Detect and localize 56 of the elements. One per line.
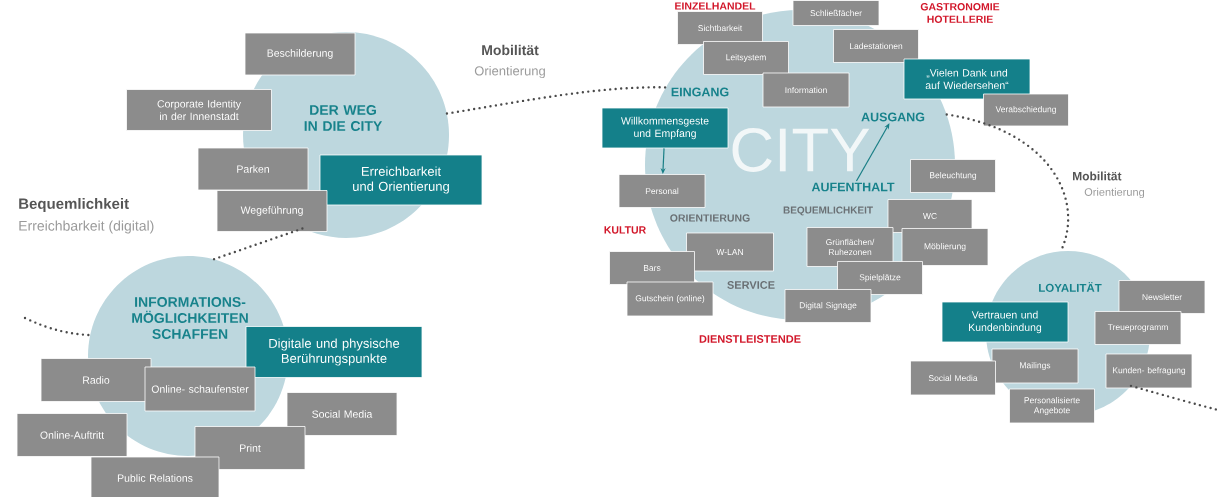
tag-box: Wegeführung (216, 190, 328, 232)
highlight-box: Erreichbarkeit und Orientierung (319, 154, 483, 206)
dotted-connector (445, 86, 667, 115)
stage-label: AUFENTHALT (811, 182, 895, 192)
label-text: DIENSTLEISTENDE (699, 335, 801, 343)
label-text: Bequemlichkeit (19, 198, 129, 212)
tag-box: Online-Auftritt (16, 413, 128, 457)
label-text: Orientierung (1084, 187, 1144, 199)
tag-box: Personalisierte Angebote (1009, 388, 1095, 424)
dotted-connector (212, 227, 304, 261)
tag-box: Spielplätze (837, 261, 923, 295)
label-text: Orientierung (474, 65, 545, 79)
dotted-connector (1129, 384, 1220, 412)
tag-box: Corporate Identity in der Innenstadt (126, 89, 272, 131)
highlight-box: „Vielen Dank und auf Wiedersehen“ (903, 58, 1031, 100)
tag-box: Online- schaufenster (144, 366, 256, 412)
tag-box: Leitsystem (703, 41, 789, 75)
tag-box: Grünflächen/ Ruhezonen (806, 227, 894, 267)
label-text: Mobilität (482, 44, 539, 56)
label-text: BEQUEMLICHKEIT (783, 206, 873, 216)
tag-box: Public Relations (90, 456, 220, 497)
tag-box: Verabschiedung (983, 93, 1069, 127)
tag-box: Social Media (910, 360, 996, 396)
tag-box: Treueprogramm (1094, 311, 1182, 345)
tag-box: Radio (40, 358, 152, 402)
tag-box: Sichtbarkeit (677, 11, 763, 45)
label-text: Mobilität (1073, 171, 1122, 181)
tag-box: Gutschein (online) (626, 281, 714, 317)
stage-label: AUSGANG (861, 112, 925, 122)
tag-box: Möblierung (901, 228, 989, 266)
tag-box: Social Media (286, 392, 398, 436)
dotted-connector (23, 316, 92, 337)
arrow (855, 123, 890, 182)
highlight-box: Willkommensgeste und Empfang (601, 107, 729, 149)
label-text: EINZELHANDEL (675, 2, 756, 10)
tag-box: Kunden- befragung (1105, 353, 1193, 389)
tag-box: Print (194, 426, 306, 470)
highlight-box: Digitale und physische Berührungspunkte (245, 326, 423, 378)
tag-box: Bars (609, 251, 695, 285)
tag-box: Information (762, 72, 850, 108)
tag-box: Beschilderung (244, 32, 356, 76)
tag-box: W-LAN (686, 232, 774, 272)
tag-box: Newsletter (1118, 280, 1206, 314)
label-text: EINGANG (671, 87, 729, 97)
tag-box: Ladestationen (833, 29, 919, 63)
tag-box: Schließfächer (792, 0, 880, 26)
label-text: SERVICE (727, 281, 775, 289)
highlight-box: Vertrauen und Kundenbindung (941, 301, 1069, 343)
tag-box: Digital Signage (784, 289, 872, 323)
tag-box: Mailings (991, 348, 1079, 384)
tag-box: Parken (197, 147, 309, 191)
label-text: KULTUR (604, 226, 646, 234)
tag-box: Beleuchtung (910, 159, 996, 193)
label-text: ORIENTIERUNG (670, 214, 750, 222)
label-text: Erreichbarkeit (digital) (19, 220, 154, 234)
tag-box: Personal (618, 174, 706, 208)
